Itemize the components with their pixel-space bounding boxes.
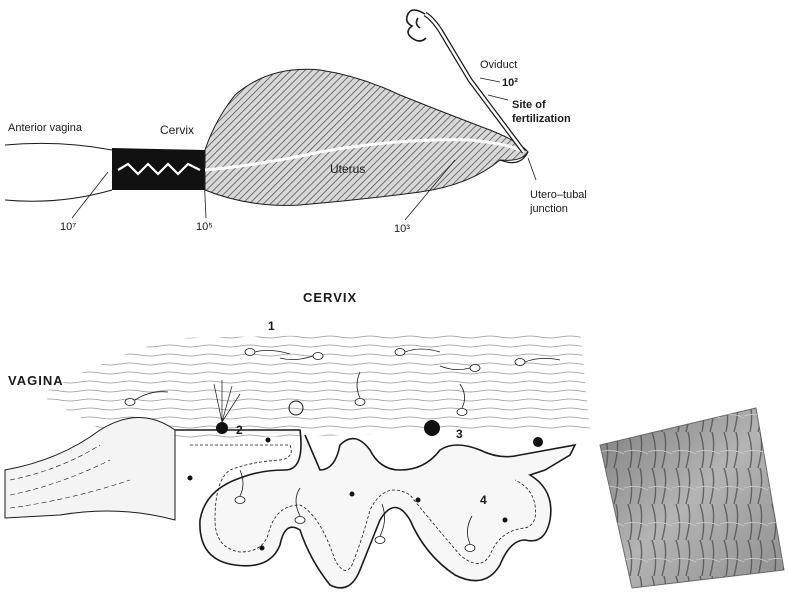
label-count-uterus: 10³ xyxy=(394,224,410,235)
label-utj-line1: Utero–tubal xyxy=(530,190,587,201)
label-num-3: 3 xyxy=(456,428,463,440)
label-cervix-title: CERVIX xyxy=(303,291,357,304)
leader-utj xyxy=(528,158,536,180)
label-count-vagina: 10⁷ xyxy=(60,222,76,233)
label-cervix: Cervix xyxy=(160,124,194,136)
cervical-crypts-diagram xyxy=(5,330,590,588)
label-num-4: 4 xyxy=(480,494,487,506)
label-utj-line2: junction xyxy=(530,204,568,215)
fimbriae xyxy=(407,10,426,41)
vagina-outline xyxy=(5,143,112,201)
label-num-2: 2 xyxy=(236,424,243,436)
label-vagina-title: VAGINA xyxy=(8,374,64,387)
leader-site xyxy=(488,95,508,100)
label-num-1: 1 xyxy=(268,320,275,332)
label-anterior-vagina: Anterior vagina xyxy=(8,123,82,134)
label-uterus: Uterus xyxy=(330,163,365,175)
label-count-oviduct: 10² xyxy=(502,78,518,89)
label-oviduct: Oviduct xyxy=(480,60,517,71)
label-count-cervix: 10⁵ xyxy=(196,222,213,233)
leader-oviduct xyxy=(480,78,500,82)
label-site-line2: fertilization xyxy=(512,114,571,125)
tract-overview xyxy=(5,10,536,220)
label-site-line1: Site of xyxy=(512,100,546,111)
sem-photograph xyxy=(600,408,784,588)
leader-vagina xyxy=(72,172,108,218)
cervix-body xyxy=(112,148,205,190)
cervical-crypts xyxy=(175,430,575,588)
